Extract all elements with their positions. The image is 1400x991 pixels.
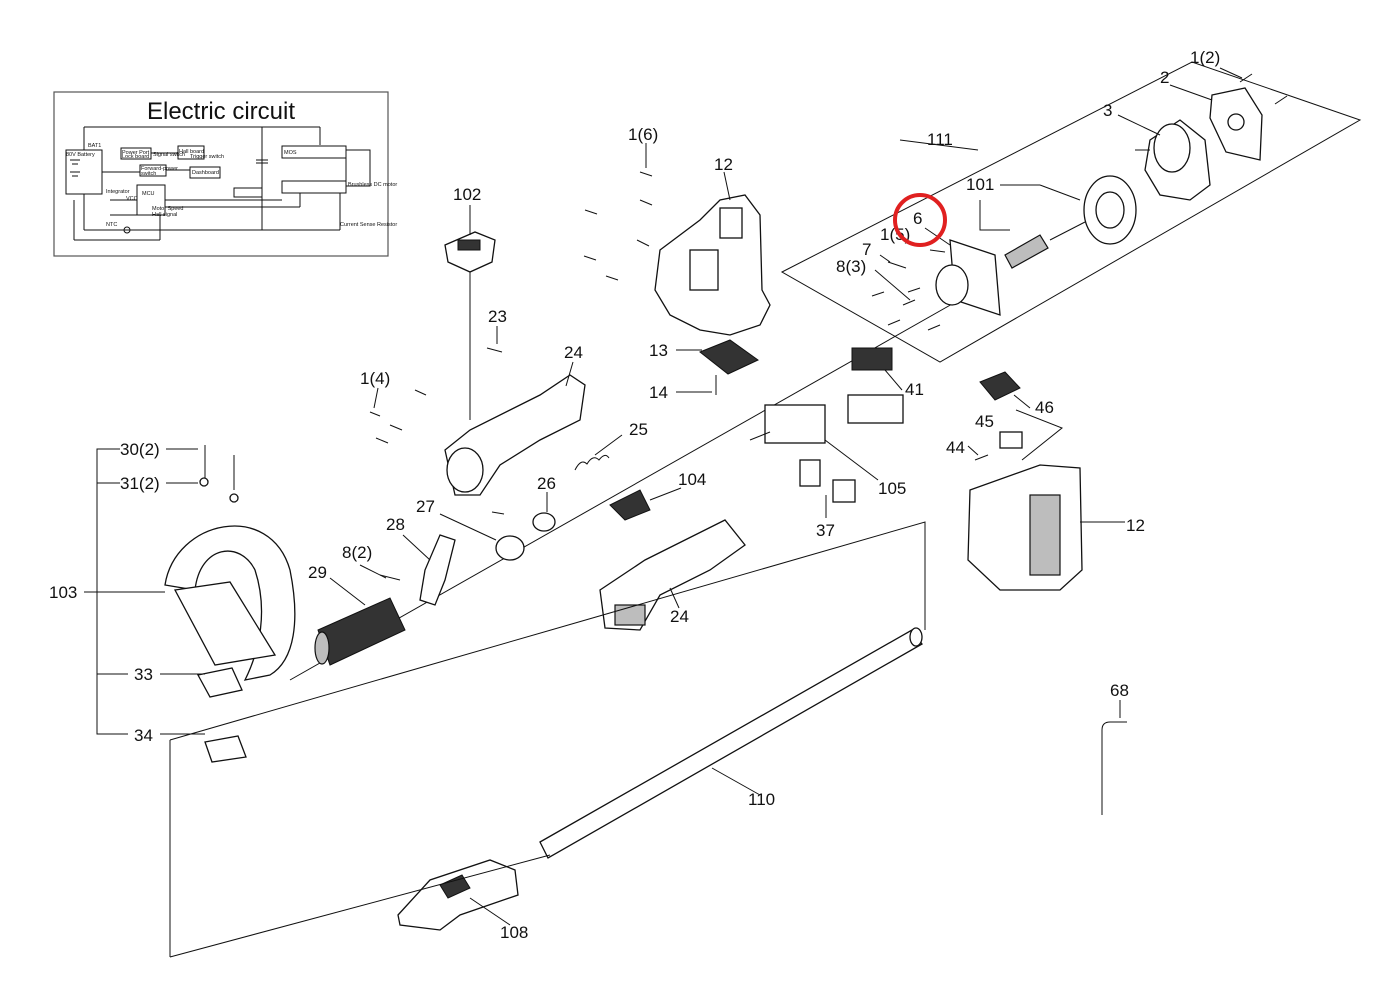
label-110: 110 [748,790,775,809]
label-7: 7 [862,240,871,259]
part-motor-rotor [1004,175,1137,269]
svg-text:Motor Speed: Motor Speed [152,206,184,212]
label-30-2: 30(2) [120,440,160,459]
leader-lines [84,67,1243,926]
screws-1-6 [583,171,653,281]
part-shaft-tube [539,627,923,859]
label-28: 28 [386,515,405,534]
label-102: 102 [453,185,481,204]
part-loop-handle [164,445,296,763]
label-25: 25 [629,420,648,439]
label-101: 101 [966,175,994,194]
part-labels: 1(2) 2 3 111 101 6 1(5) 7 8(3) 1(6) 12 1… [49,48,1220,942]
svg-text:Power Port: Power Port [122,150,150,156]
part-handle-half-upper [444,374,586,496]
label-27: 27 [416,497,435,516]
part-lower-coupler [397,859,519,931]
label-41: 41 [905,380,924,399]
label-111: 111 [927,130,953,149]
circuit-labels: BAT1 80V Battery Power Port Lock board S… [66,143,397,228]
label-44: 44 [946,438,965,457]
svg-text:Dashboard: Dashboard [192,170,219,176]
part-trigger [609,489,651,521]
label-26: 26 [537,474,556,493]
motor-group-outline [780,61,1362,363]
lower-group-outline [169,521,926,741]
label-37: 37 [816,521,835,540]
part-handle-lower [599,519,746,631]
svg-text:Lock board: Lock board [122,154,149,160]
label-45: 45 [975,412,994,431]
label-24-bottom: 24 [670,607,689,626]
part-housing-half-bottom [967,464,1083,591]
screws-1-2 [1239,73,1288,105]
label-1-6: 1(6) [628,125,658,144]
circuit-inset: Electric circuit [53,91,397,257]
part-spring [574,454,610,471]
svg-text:NTC: NTC [106,222,117,228]
svg-text:Forward-power: Forward-power [141,166,178,172]
label-33: 33 [134,665,153,684]
part-motor-bracket [929,239,1001,316]
label-12-bottom: 12 [1126,516,1145,535]
label-8-3: 8(3) [836,257,866,276]
svg-text:BAT1: BAT1 [88,143,101,149]
label-103: 103 [49,583,77,602]
part-grip-sleeve [314,597,406,666]
part-terminal-block [847,347,904,424]
highlight-circle [893,193,947,247]
svg-text:Signal switch: Signal switch [153,152,185,158]
label-105: 105 [878,479,906,498]
part-end-plate [1209,87,1263,161]
part-clamp [491,511,556,561]
label-1-2: 1(2) [1190,48,1220,67]
part-motor-housing [1135,119,1211,201]
svg-text:Trigger switch: Trigger switch [190,154,224,160]
label-14: 14 [649,383,668,402]
screws-motor [871,261,941,331]
part-dashboard [444,231,496,420]
svg-text:Hall signal: Hall signal [152,212,177,218]
label-24-top: 24 [564,343,583,362]
svg-text:Hall board: Hall board [179,149,204,155]
svg-text:switch: switch [141,171,156,177]
label-6: 6 [913,209,922,228]
label-3: 3 [1103,101,1112,120]
label-68: 68 [1110,681,1129,700]
part-housing-half-top [654,194,771,336]
svg-text:Current Sense Resistor: Current Sense Resistor [340,222,397,228]
part-controller [749,404,856,503]
label-12-top: 12 [714,155,733,174]
svg-text:VCC: VCC [126,196,138,202]
svg-text:Integrator: Integrator [106,189,130,195]
screws-1-4 [369,347,503,444]
label-8-2: 8(2) [342,543,372,562]
label-23: 23 [488,307,507,326]
label-46: 46 [1035,398,1054,417]
svg-text:MOS: MOS [284,150,297,156]
label-1-4: 1(4) [360,369,390,388]
label-31-2: 31(2) [120,474,160,493]
part-lock-switch [974,371,1023,461]
label-104: 104 [678,470,706,489]
label-34: 34 [134,726,153,745]
part-lever [379,534,456,606]
part-vent-plate [699,339,759,395]
label-29: 29 [308,563,327,582]
part-hex-key [1101,721,1127,815]
circuit-title: Electric circuit [147,98,295,125]
label-2: 2 [1160,68,1169,87]
svg-text:MCU: MCU [142,191,155,197]
svg-text:Brushless DC motor: Brushless DC motor [348,182,397,188]
label-13: 13 [649,341,668,360]
svg-text:80V Battery: 80V Battery [66,152,95,158]
label-108: 108 [500,923,528,942]
